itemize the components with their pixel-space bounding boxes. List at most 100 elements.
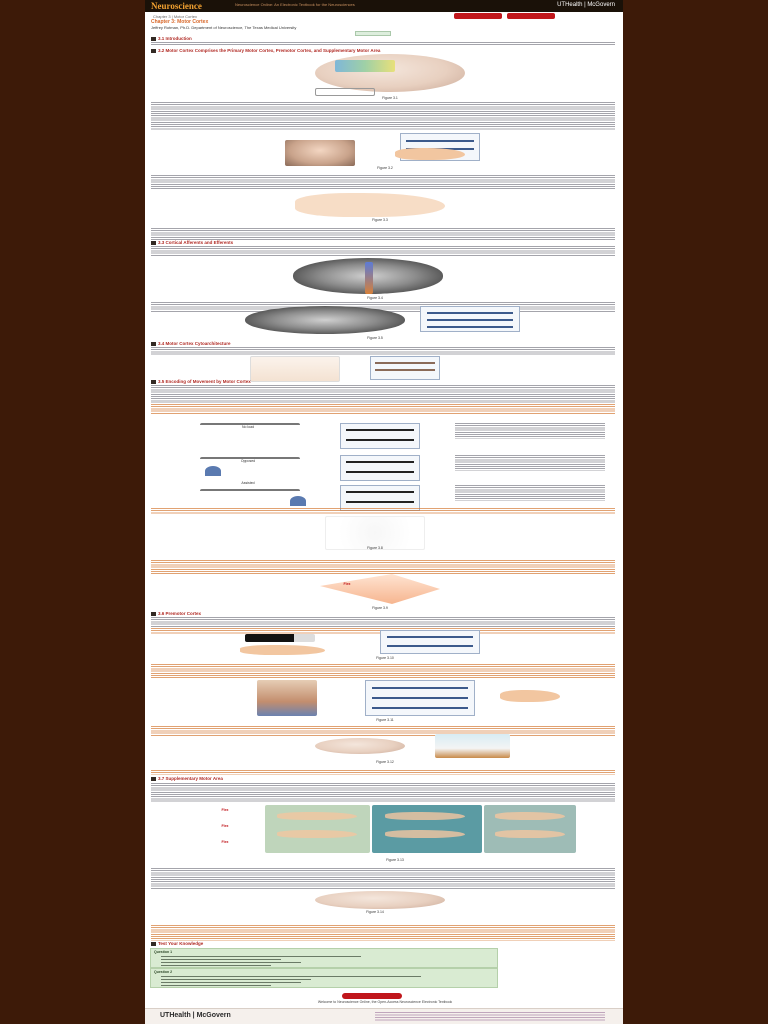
label-flex-row3: Flex xyxy=(221,840,229,844)
figure-no-load-apparatus xyxy=(200,423,300,437)
paragraph-highlight xyxy=(151,664,615,678)
section-heading-cytoarchitecture: 3.4 Motor Cortex Cytoarchitecture xyxy=(151,341,615,346)
toolbar: Chapter 3 | Motor Cortex xyxy=(149,13,619,21)
section-heading-motor-areas: 3.2 Motor Cortex Comprises the Primary M… xyxy=(151,48,615,53)
figure-side-note xyxy=(455,423,605,439)
figure-direction-tuning xyxy=(325,516,425,550)
figure-hand xyxy=(395,148,465,160)
author-line: Jeffrey Rotman, Ph.D. Department of Neur… xyxy=(151,25,297,30)
figure-caption: Figure 3.12 xyxy=(376,760,394,764)
breadcrumb[interactable]: Chapter 3 | Motor Cortex xyxy=(153,14,197,19)
figure-caption: Figure 3.13 xyxy=(386,858,404,862)
quiz-question-2[interactable]: Question 2 xyxy=(150,968,498,988)
figure-brain-sma xyxy=(315,891,445,909)
figure-arm xyxy=(495,812,565,820)
figure-hand-diagram xyxy=(295,193,445,217)
figure-arm xyxy=(385,812,465,820)
figure-layer-legend xyxy=(370,356,440,380)
figure-arm xyxy=(385,830,465,838)
paragraph xyxy=(151,347,615,355)
site-header: Neuroscience Neuroscience Online: An Ele… xyxy=(145,0,623,12)
figure-legend xyxy=(315,88,375,96)
red-button-1[interactable] xyxy=(454,13,502,19)
site-logo[interactable]: Neuroscience xyxy=(151,1,202,11)
paragraph xyxy=(151,175,615,189)
paragraph xyxy=(151,42,615,46)
section-heading-sma: 3.7 Supplementary Motor Area xyxy=(151,776,615,781)
footer-links[interactable] xyxy=(375,1012,605,1022)
figure-premotor-traces xyxy=(380,630,480,654)
figure-mirror-neuron-traces xyxy=(365,680,475,716)
figure-monkey-panels xyxy=(257,680,317,716)
section-heading-afferents: 3.3 Cortical Afferents and Efferents xyxy=(151,240,615,245)
figure-caption: Figure 3.4 xyxy=(367,296,383,300)
section-heading-premotor: 3.6 Premotor Cortex xyxy=(151,611,615,616)
section-heading-encoding: 3.5 Encoding of Movement by Motor Cortex xyxy=(151,379,615,384)
paragraph xyxy=(151,385,615,403)
paragraph-highlight xyxy=(151,560,615,574)
label-flex-row1: Flex xyxy=(221,808,229,812)
document-page: Neuroscience Neuroscience Online: An Ele… xyxy=(145,0,623,1024)
section-heading-quiz: Test Your Knowledge xyxy=(151,941,615,946)
paragraph-highlight xyxy=(151,726,615,736)
figure-label-table xyxy=(420,306,520,332)
footer-institution-logo[interactable]: UTHealth | McGovern xyxy=(160,1012,231,1019)
paragraph xyxy=(151,783,615,803)
quiz-question-1[interactable]: Question 1 xyxy=(150,948,498,968)
paragraph xyxy=(151,228,615,240)
figure-caption: Figure 3.5 xyxy=(367,336,383,340)
footer-note: Welcome to Neuroscience Online, the Open… xyxy=(317,1000,453,1004)
paragraph-highlight xyxy=(151,508,615,514)
figure-side-note xyxy=(455,485,605,501)
paragraph xyxy=(151,302,615,312)
figure-assisted-apparatus xyxy=(200,489,300,503)
figure-visual-cue xyxy=(245,634,315,642)
figure-arm xyxy=(277,830,357,838)
figure-face xyxy=(285,140,355,166)
figure-caption: Figure 3.11 xyxy=(376,718,394,722)
label-no-load: No load xyxy=(241,425,255,429)
site-tagline: Neuroscience Online: An Electronic Textb… xyxy=(235,2,355,7)
label-assisted: Assisted xyxy=(241,481,255,485)
paragraph xyxy=(151,246,615,256)
figure-hand xyxy=(500,690,560,702)
figure-arm xyxy=(240,645,325,655)
paragraph-highlight xyxy=(151,404,615,414)
figure-caption: Figure 3.8 xyxy=(367,546,383,550)
figure-caption: Figure 3.10 xyxy=(376,656,394,660)
section-heading-introduction: 3.1 Introduction xyxy=(151,36,615,41)
figure-brain-premotor xyxy=(315,738,405,754)
label-opposed: Opposed xyxy=(240,459,256,463)
figure-caption: Figure 3.2 xyxy=(377,166,393,170)
site-footer: UTHealth | McGovern xyxy=(145,1008,623,1024)
figure-mri-horizontal xyxy=(245,306,405,334)
figure-arm xyxy=(495,830,565,838)
donate-button[interactable] xyxy=(342,993,402,999)
figure-opposed-apparatus xyxy=(200,457,300,471)
figure-task-apparatus xyxy=(435,734,510,758)
weight-icon xyxy=(205,466,221,476)
label-flex: Flex xyxy=(343,582,351,586)
figure-side-note xyxy=(455,455,605,471)
label-flex-row2: Flex xyxy=(221,824,229,828)
figure-trace-opposed xyxy=(340,455,420,481)
figure-caption: Figure 3.9 xyxy=(372,606,388,610)
paragraph xyxy=(151,617,615,627)
page-title: Chapter 3: Motor Cortex xyxy=(151,19,209,25)
figure-trace-assisted xyxy=(340,485,420,511)
quiz-question-2-title: Question 2 xyxy=(154,970,173,974)
quiz-question-1-title: Question 1 xyxy=(154,950,173,954)
institution-logo[interactable]: UTHealth | McGovern xyxy=(557,2,615,8)
figure-caption: Figure 3.3 xyxy=(372,218,388,222)
figure-tract-overlay xyxy=(365,262,373,294)
paragraph-highlight xyxy=(151,925,615,941)
weight-icon xyxy=(290,496,306,506)
paragraph xyxy=(151,868,615,890)
figure-population-vector xyxy=(320,574,440,604)
figure-arm xyxy=(277,812,357,820)
paragraph xyxy=(151,102,615,130)
red-button-2[interactable] xyxy=(507,13,555,19)
figure-trace-no-load xyxy=(340,423,420,449)
figure-caption: Figure 3.1 xyxy=(382,96,398,100)
figure-motor-areas-overlay xyxy=(335,60,395,72)
